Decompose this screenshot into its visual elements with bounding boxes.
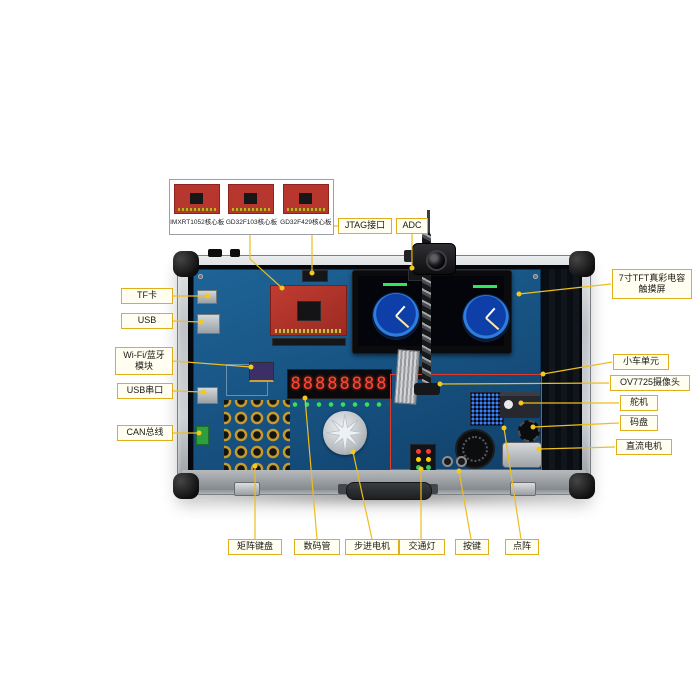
- mcu-chip: [297, 301, 321, 321]
- callout-camera: OV7725摄像头: [610, 375, 690, 391]
- camera-pole-base: [414, 383, 440, 395]
- callout-can-bus: CAN总线: [117, 425, 173, 441]
- callout-stepper-motor: 步进电机: [345, 539, 399, 555]
- can-bus-connector: [196, 426, 209, 445]
- case-edge-connector: [208, 249, 222, 257]
- lcd-screen-area: [358, 276, 509, 346]
- servo-motor: [500, 392, 540, 418]
- core-board-caption: IMXRT1052核心板: [170, 219, 225, 226]
- callout-traffic-light: 交通灯: [399, 539, 445, 555]
- camera-pole: [422, 232, 431, 390]
- case-interior: 88888888: [188, 265, 582, 487]
- case-latch-right: [510, 482, 536, 496]
- push-button: [442, 456, 453, 467]
- core-board-option: GD32F103核心板: [224, 180, 278, 234]
- main-pcb: 88888888: [193, 269, 542, 481]
- callout-tf-card: TF卡: [121, 288, 173, 304]
- callout-car-unit: 小车单元: [613, 354, 669, 370]
- core-board-option: IMXRT1052核心板: [170, 180, 224, 234]
- aluminum-case: 88888888: [173, 249, 595, 500]
- camera-clamp-knob: [404, 250, 414, 262]
- callout-wifi-bluetooth: Wi-Fi/蓝牙模块: [115, 347, 173, 375]
- led-dot-matrix: [470, 392, 504, 426]
- case-handle: [346, 482, 432, 500]
- callout-dot-matrix: 点阵: [505, 539, 539, 555]
- core-board-pins: [275, 329, 341, 333]
- matrix-keypad: [224, 400, 290, 470]
- traffic-red-led: [415, 448, 421, 454]
- callout-usb-serial: USB串口: [117, 383, 173, 399]
- dc-motor: [502, 442, 542, 468]
- core-board-option: GD32F429核心板: [279, 180, 333, 234]
- traffic-yellow-led: [415, 456, 421, 462]
- callout-jtag: JTAG接口: [338, 218, 392, 234]
- analog-clock-left: [373, 293, 419, 339]
- car-unit-outline: [390, 374, 542, 470]
- callout-tft-screen: 7寸TFT真彩电容触摸屏: [612, 269, 692, 299]
- core-board-caption: GD32F103核心板: [225, 219, 278, 226]
- camera-antenna-rod: [427, 210, 430, 240]
- camera-ribbon-cable: [394, 349, 420, 405]
- tft-touch-screen: [352, 270, 512, 354]
- case-corner-protector: [569, 473, 595, 499]
- wifi-bluetooth-module: [249, 362, 274, 382]
- traffic-green-led: [425, 464, 431, 470]
- case-foam-padding: [543, 269, 580, 481]
- case-corner-protector: [173, 251, 199, 277]
- case-front-face: [182, 470, 586, 490]
- case-edge-connector: [230, 249, 240, 257]
- core-board-caption: GD32F429核心板: [280, 219, 332, 226]
- callout-servo: 舵机: [620, 395, 658, 411]
- case-latch-left: [234, 482, 260, 496]
- usb-serial-port: [197, 387, 218, 404]
- traffic-red-led: [425, 448, 431, 454]
- stepper-pointer-star: [325, 413, 365, 453]
- traffic-yellow-led: [425, 456, 431, 462]
- board-screw: [198, 274, 203, 279]
- core-board-photo: [228, 184, 275, 214]
- encoder-disc: [518, 420, 540, 442]
- core-board-photo: [174, 184, 221, 214]
- callout-keys: 按键: [455, 539, 489, 555]
- handle-mount: [428, 484, 438, 494]
- ov7725-camera: [412, 243, 456, 275]
- clock-caption-text: [473, 285, 497, 288]
- seven-segment-digits: 88888888: [290, 374, 389, 394]
- callout-usb: USB: [121, 313, 173, 329]
- callout-matrix-keyboard: 矩阵键盘: [228, 539, 282, 555]
- camera-lens: [426, 250, 447, 271]
- handle-mount: [338, 484, 348, 494]
- seven-segment-display: 88888888: [287, 369, 392, 399]
- traffic-green-led: [415, 464, 421, 470]
- jtag-connector: [302, 270, 328, 282]
- callout-encoder: 码盘: [620, 415, 658, 431]
- case-corner-protector: [173, 473, 199, 499]
- pin-header: [272, 338, 346, 346]
- clock-caption-text: [383, 283, 407, 286]
- installed-core-board: [270, 285, 347, 336]
- callout-adc: ADC: [396, 218, 428, 234]
- core-boards-panel: IMXRT1052核心板 GD32F103核心板 GD32F429核心板: [169, 179, 334, 235]
- board-screw: [533, 274, 538, 279]
- motor-wheel: [455, 429, 495, 469]
- push-button: [456, 456, 467, 467]
- callout-seven-segment: 数码管: [294, 539, 340, 555]
- servo-horn: [504, 400, 513, 409]
- analog-clock-right: [463, 295, 509, 341]
- usb-port: [197, 314, 220, 334]
- case-corner-protector: [569, 251, 595, 277]
- tf-card-slot: [197, 290, 217, 304]
- callout-dc-motor: 直流电机: [616, 439, 672, 455]
- stepper-motor: [323, 411, 367, 455]
- status-led-row: [289, 401, 389, 408]
- core-board-photo: [282, 184, 329, 214]
